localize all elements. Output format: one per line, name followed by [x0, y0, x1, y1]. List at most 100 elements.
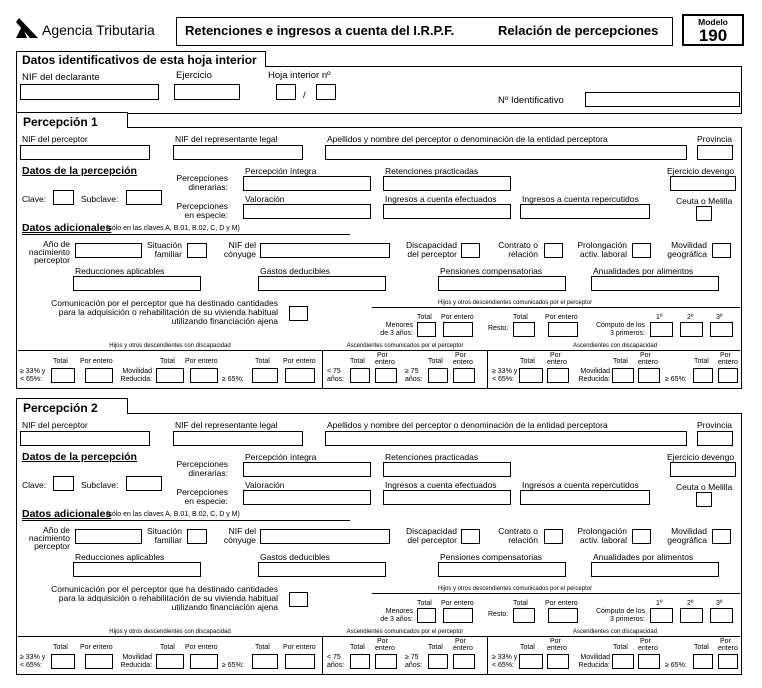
hijos-mov-total-field[interactable]: [156, 654, 184, 669]
ejercicio-devengo-field[interactable]: [670, 176, 736, 191]
retenciones-field[interactable]: [383, 176, 511, 191]
comunicacion-field[interactable]: [289, 592, 308, 607]
apellidos-field[interactable]: [325, 145, 687, 160]
menores-entero-field[interactable]: [443, 322, 473, 337]
ano-field[interactable]: [75, 529, 142, 544]
asc-ge33-entero-field[interactable]: [547, 368, 569, 383]
ceuta-field[interactable]: [696, 492, 712, 507]
asc-ge33-total-field[interactable]: [519, 368, 543, 383]
resto-total-field[interactable]: [513, 608, 535, 623]
ingresos-efectuados-field[interactable]: [383, 204, 511, 219]
anualidades-field[interactable]: [591, 562, 719, 577]
asc-ge33-entero-field[interactable]: [547, 654, 569, 669]
computo-3-field[interactable]: [710, 322, 733, 337]
menores-entero-field[interactable]: [443, 608, 473, 623]
computo-3-field[interactable]: [710, 608, 733, 623]
hoja-interior-field[interactable]: [276, 84, 296, 100]
asc-ge65-entero-field[interactable]: [718, 654, 738, 669]
asc-ge65-total-field[interactable]: [693, 368, 713, 383]
situacion-field[interactable]: [187, 529, 207, 544]
hijos-mov-entero-field[interactable]: [190, 654, 218, 669]
ceuta-field[interactable]: [696, 206, 712, 221]
nif-conyuge-field[interactable]: [260, 243, 390, 258]
nif-representante-field[interactable]: [173, 145, 303, 160]
hijos-ge33-total-field[interactable]: [51, 368, 75, 383]
provincia-field[interactable]: [697, 431, 733, 446]
resto-entero-field[interactable]: [548, 322, 578, 337]
hijos-ge65-total-field[interactable]: [252, 368, 278, 383]
reducciones-field[interactable]: [73, 276, 201, 291]
asc-lt75-entero-field[interactable]: [375, 654, 397, 669]
hijos-ge65-entero-field[interactable]: [285, 654, 315, 669]
prolongacion-field[interactable]: [632, 243, 651, 258]
menores-total-field[interactable]: [417, 608, 436, 623]
asc-ge75-entero-field[interactable]: [453, 654, 475, 669]
movilidad-field[interactable]: [712, 243, 731, 258]
hijos-mov-total-field[interactable]: [156, 368, 184, 383]
nif-declarante-field[interactable]: [20, 84, 159, 100]
ingresos-efectuados-field[interactable]: [383, 490, 511, 505]
apellidos-field[interactable]: [325, 431, 687, 446]
asc-lt75-entero-field[interactable]: [375, 368, 397, 383]
hijos-ge33-total-field[interactable]: [51, 654, 75, 669]
valoracion-field[interactable]: [243, 490, 371, 505]
situacion-field[interactable]: [187, 243, 207, 258]
hijos-mov-entero-field[interactable]: [190, 368, 218, 383]
clave-field[interactable]: [53, 476, 74, 491]
hijos-ge65-entero-field[interactable]: [285, 368, 315, 383]
computo-1-field[interactable]: [650, 322, 673, 337]
clave-field[interactable]: [53, 190, 74, 205]
discapacidad-field[interactable]: [461, 243, 480, 258]
nif-representante-field[interactable]: [173, 431, 303, 446]
hijos-ge33-entero-field[interactable]: [85, 368, 113, 383]
asc-ge65-total-field[interactable]: [693, 654, 713, 669]
asc-ge65-entero-field[interactable]: [718, 368, 738, 383]
anualidades-field[interactable]: [591, 276, 719, 291]
pensiones-field[interactable]: [438, 276, 566, 291]
asc-ge33-total-field[interactable]: [519, 654, 543, 669]
menores-total-field[interactable]: [417, 322, 436, 337]
ingresos-repercutidos-field[interactable]: [520, 204, 650, 219]
asc-ge75-total-field[interactable]: [428, 654, 448, 669]
asc-mov-total-field[interactable]: [612, 654, 634, 669]
subclave-field[interactable]: [126, 190, 162, 205]
asc-ge75-total-field[interactable]: [428, 368, 448, 383]
asc-ge75-entero-field[interactable]: [453, 368, 475, 383]
ejercicio-field[interactable]: [174, 84, 240, 100]
n-identificativo-field[interactable]: [585, 92, 740, 107]
asc-lt75-total-field[interactable]: [350, 654, 370, 669]
hoja-total-field[interactable]: [316, 84, 336, 100]
ejercicio-devengo-field[interactable]: [670, 462, 736, 477]
percepcion-integra-field[interactable]: [243, 176, 371, 191]
ano-field[interactable]: [75, 243, 142, 258]
pensiones-field[interactable]: [438, 562, 566, 577]
gastos-field[interactable]: [258, 562, 386, 577]
nif-perceptor-field[interactable]: [20, 145, 150, 160]
computo-2-field[interactable]: [680, 322, 703, 337]
contrato-field[interactable]: [544, 243, 563, 258]
nif-perceptor-field[interactable]: [20, 431, 150, 446]
ingresos-repercutidos-field[interactable]: [520, 490, 650, 505]
asc-lt75-total-field[interactable]: [350, 368, 370, 383]
prolongacion-field[interactable]: [632, 529, 651, 544]
asc-mov-entero-field[interactable]: [638, 654, 660, 669]
retenciones-field[interactable]: [383, 462, 511, 477]
computo-2-field[interactable]: [680, 608, 703, 623]
comunicacion-field[interactable]: [289, 306, 308, 321]
asc-mov-entero-field[interactable]: [638, 368, 660, 383]
asc-mov-total-field[interactable]: [612, 368, 634, 383]
reducciones-field[interactable]: [73, 562, 201, 577]
percepcion-integra-field[interactable]: [243, 462, 371, 477]
hijos-ge65-total-field[interactable]: [252, 654, 278, 669]
gastos-field[interactable]: [258, 276, 386, 291]
provincia-field[interactable]: [697, 145, 733, 160]
resto-entero-field[interactable]: [548, 608, 578, 623]
movilidad-field[interactable]: [712, 529, 731, 544]
hijos-ge33-entero-field[interactable]: [85, 654, 113, 669]
nif-conyuge-field[interactable]: [260, 529, 390, 544]
computo-1-field[interactable]: [650, 608, 673, 623]
discapacidad-field[interactable]: [461, 529, 480, 544]
contrato-field[interactable]: [544, 529, 563, 544]
subclave-field[interactable]: [126, 476, 162, 491]
resto-total-field[interactable]: [513, 322, 535, 337]
